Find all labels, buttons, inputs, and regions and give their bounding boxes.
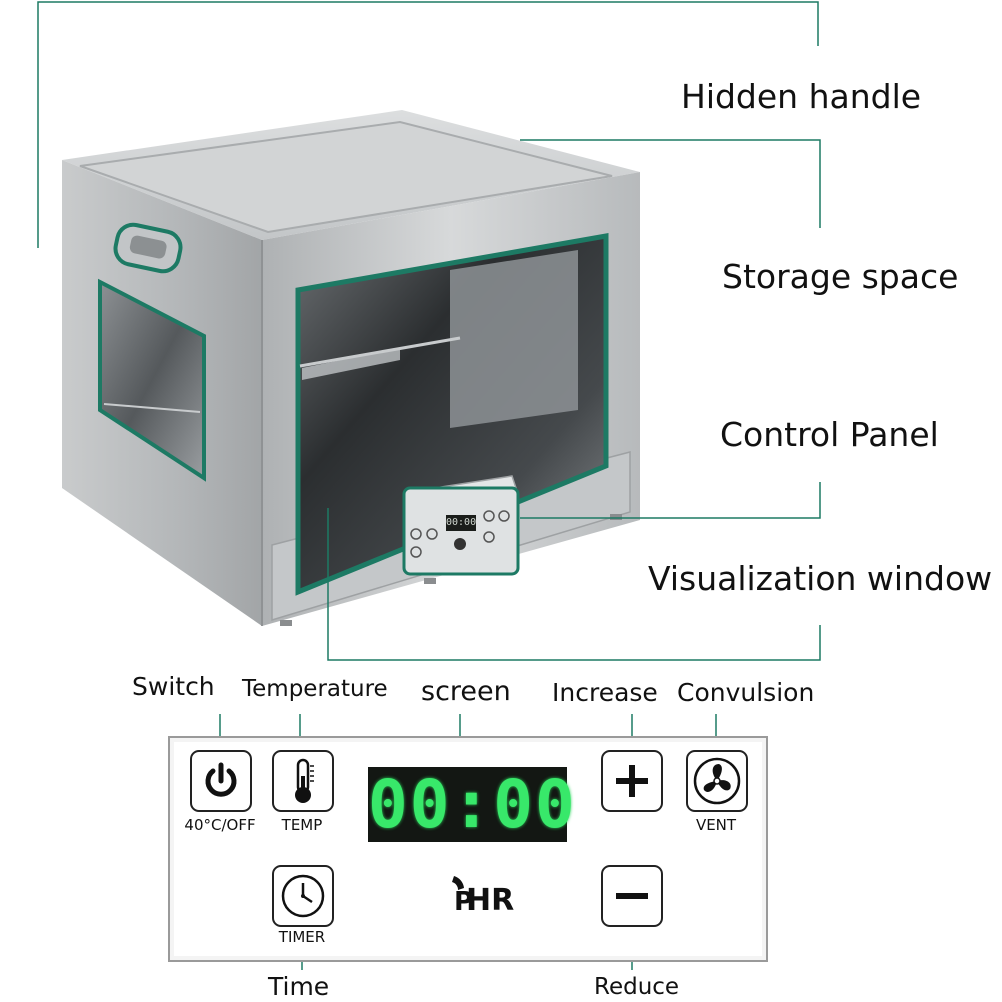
callout-control-panel: Control Panel: [720, 415, 939, 454]
callout-visualization-window: Visualization window: [648, 559, 993, 598]
callout-hidden-handle: Hidden handle: [681, 77, 922, 116]
power-button-label: 40°C/OFF: [184, 816, 256, 834]
temp-button-label: TEMP: [281, 816, 323, 834]
callout-storage-space: Storage space: [722, 257, 959, 296]
power-button[interactable]: [190, 750, 252, 812]
power-icon: [205, 762, 237, 797]
timer-button[interactable]: [272, 865, 334, 927]
brand-logo-icon: P: [427, 870, 473, 924]
label-convulsion: Convulsion: [677, 678, 815, 707]
thermometer-icon: [295, 758, 314, 803]
time-display-value: 00:00: [368, 766, 577, 843]
label-reduce: Reduce: [594, 974, 680, 1000]
callout-line-storage-space: [520, 139, 821, 228]
label-temperature: Temperature: [242, 676, 388, 702]
clock-icon: [281, 874, 325, 918]
vent-button-label: VENT: [695, 816, 737, 834]
fan-icon: [693, 757, 741, 805]
callout-line-hidden-handle: [37, 1, 819, 248]
time-display-screen: 00:00: [368, 766, 577, 843]
temp-button[interactable]: [272, 750, 334, 812]
plus-icon: [616, 765, 648, 797]
side-window: [98, 278, 206, 482]
label-screen: screen: [421, 676, 511, 707]
brand-logo-text: HR: [466, 883, 515, 918]
mini-display: 00:00: [446, 515, 476, 531]
callout-line-control-panel: [520, 482, 821, 519]
callout-line-visualization-window: [327, 508, 821, 661]
minus-icon: [616, 893, 648, 899]
increase-button[interactable]: [601, 750, 663, 812]
label-time: Time: [268, 972, 330, 1001]
timer-button-label: TIMER: [278, 928, 326, 946]
vent-button[interactable]: [686, 750, 748, 812]
svg-text:P: P: [454, 887, 473, 917]
reduce-button[interactable]: [601, 865, 663, 927]
label-switch: Switch: [132, 672, 215, 701]
label-increase: Increase: [552, 678, 658, 707]
mini-control-panel: [402, 486, 520, 576]
